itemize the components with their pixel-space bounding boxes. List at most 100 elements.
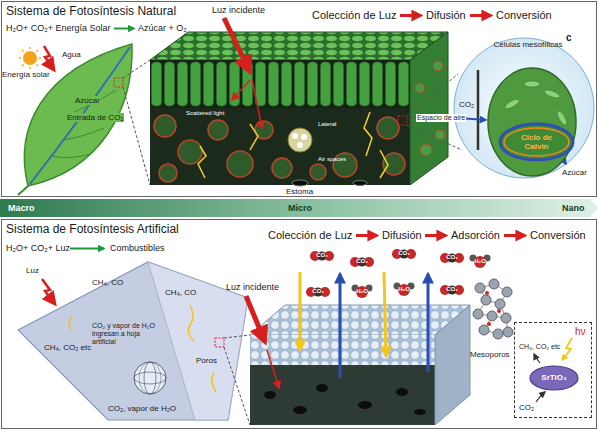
- leaf-stem: [18, 186, 28, 195]
- vein-cells: [292, 133, 307, 148]
- flow-step: Conversión: [530, 229, 586, 242]
- tissue-label: Scattered light: [186, 110, 224, 117]
- light-path: [69, 316, 72, 330]
- pores: [264, 384, 426, 415]
- product-label: CH₄, CO: [92, 278, 123, 287]
- cell: [272, 158, 292, 178]
- flow-arrow: [356, 234, 377, 237]
- sphere-grid: [144, 362, 156, 394]
- incident-light-arrow: [224, 18, 250, 72]
- flow-step: Colección de Luz: [312, 9, 396, 22]
- pore: [264, 391, 276, 399]
- catalyst-label: SrTiO₃: [541, 373, 566, 382]
- light-path: [250, 124, 258, 150]
- equation-text: H₂O+ CO₂+ Luz: [6, 243, 70, 253]
- cell: [310, 164, 326, 180]
- zoom-marker: [398, 116, 407, 125]
- reactant-label: CO₂, vapor de H₂O: [108, 404, 176, 413]
- structure-label: Mesoporos: [470, 350, 510, 359]
- leaf-note: CO₂ y vapor de H₂O ingresan a hoja artif…: [92, 322, 162, 346]
- zoom-marker: [114, 78, 123, 87]
- sphere: [493, 329, 503, 339]
- leaf-label: Energía solar: [2, 70, 50, 79]
- co2-molecule: [440, 253, 464, 263]
- light-path: [380, 150, 388, 178]
- porous-layer: [250, 335, 435, 365]
- sphere: [487, 311, 497, 321]
- flow-step: Colección de Luz: [268, 229, 352, 242]
- stoma-symbol: [292, 180, 308, 186]
- light-ray: [252, 80, 262, 128]
- co2-molecule: [306, 287, 330, 297]
- mesh-sphere: [134, 362, 166, 394]
- reactant-label: CO₂: [519, 403, 534, 412]
- equation-text: H₂O+ CO₂+ Energía Solar: [6, 23, 111, 33]
- zoom-line: [224, 347, 250, 425]
- panel-title: Sistema de Fotosíntesis Natural: [6, 5, 176, 19]
- equation-arrow: [70, 248, 104, 250]
- cell-outline: [472, 38, 584, 186]
- tissue-label: Estoma: [286, 187, 313, 196]
- vein-cell: [292, 133, 298, 139]
- product-label: Azúcar: [562, 168, 587, 177]
- porous-top: [250, 305, 470, 335]
- light-label: Luz incidente: [212, 5, 265, 15]
- flow-step: Difusión: [426, 9, 466, 22]
- sun-icon: [19, 47, 41, 69]
- mesophyll-cells: [154, 115, 405, 182]
- equation-text: Azúcar + O₂: [138, 23, 187, 33]
- leaf-vein: [30, 47, 130, 184]
- product-label: CH₄, CO: [165, 288, 196, 297]
- palisade-top: [150, 32, 448, 60]
- flow-step: Difusión: [382, 229, 422, 242]
- zoom-line: [224, 335, 250, 338]
- pore: [358, 401, 372, 409]
- light-ray: [232, 80, 250, 100]
- co2-molecule: [310, 251, 334, 261]
- tissue-label: Lateral: [318, 121, 336, 128]
- dark-layer: [250, 365, 435, 425]
- chloroplast: [543, 88, 560, 99]
- zoom-marker: [215, 338, 224, 347]
- chloroplast: [555, 110, 568, 127]
- light-path: [198, 146, 206, 178]
- tissue-label: Espacio de aire: [416, 114, 466, 122]
- product-label: CH₄, CO₂ etc: [44, 343, 91, 352]
- lightning-symbol: [44, 46, 54, 70]
- cell-node: Células mesofílicasCiclo de Calvin: [472, 38, 584, 186]
- artificial-leaf: [18, 262, 248, 420]
- palisade-layer: [150, 60, 410, 108]
- cell: [433, 61, 443, 71]
- molecule-label: H₂O: [350, 288, 374, 295]
- sphere-grid: [139, 362, 161, 394]
- zoom-line: [123, 87, 150, 185]
- light-path: [188, 305, 194, 341]
- photon-bolt: [562, 338, 572, 360]
- sphere-outline: [134, 362, 166, 394]
- molecule-label: CO₂: [310, 252, 334, 259]
- sphere: [503, 327, 513, 337]
- cell: [415, 83, 425, 93]
- flow-step: Adsorción: [451, 229, 500, 242]
- adsorbed-dot: [487, 322, 491, 326]
- molecule-label: CO₂: [350, 258, 374, 265]
- stoma-symbol: [353, 181, 367, 186]
- product-label: CH₄, CO₂ etc: [519, 343, 560, 351]
- diffusion-arrow: [384, 272, 386, 356]
- leaf-vein: [52, 90, 116, 158]
- panel-letter: c: [566, 32, 572, 44]
- cell: [154, 115, 176, 137]
- equation-arrow: [114, 28, 134, 30]
- leaf-shape: [24, 44, 132, 186]
- zoom-line: [407, 74, 458, 116]
- product-arrow: [427, 274, 430, 372]
- chloroplast: [504, 97, 521, 110]
- adsorbed-molecules: [485, 291, 501, 326]
- photon-label: hν: [575, 326, 586, 338]
- cell: [377, 117, 399, 139]
- light-path: [212, 372, 216, 392]
